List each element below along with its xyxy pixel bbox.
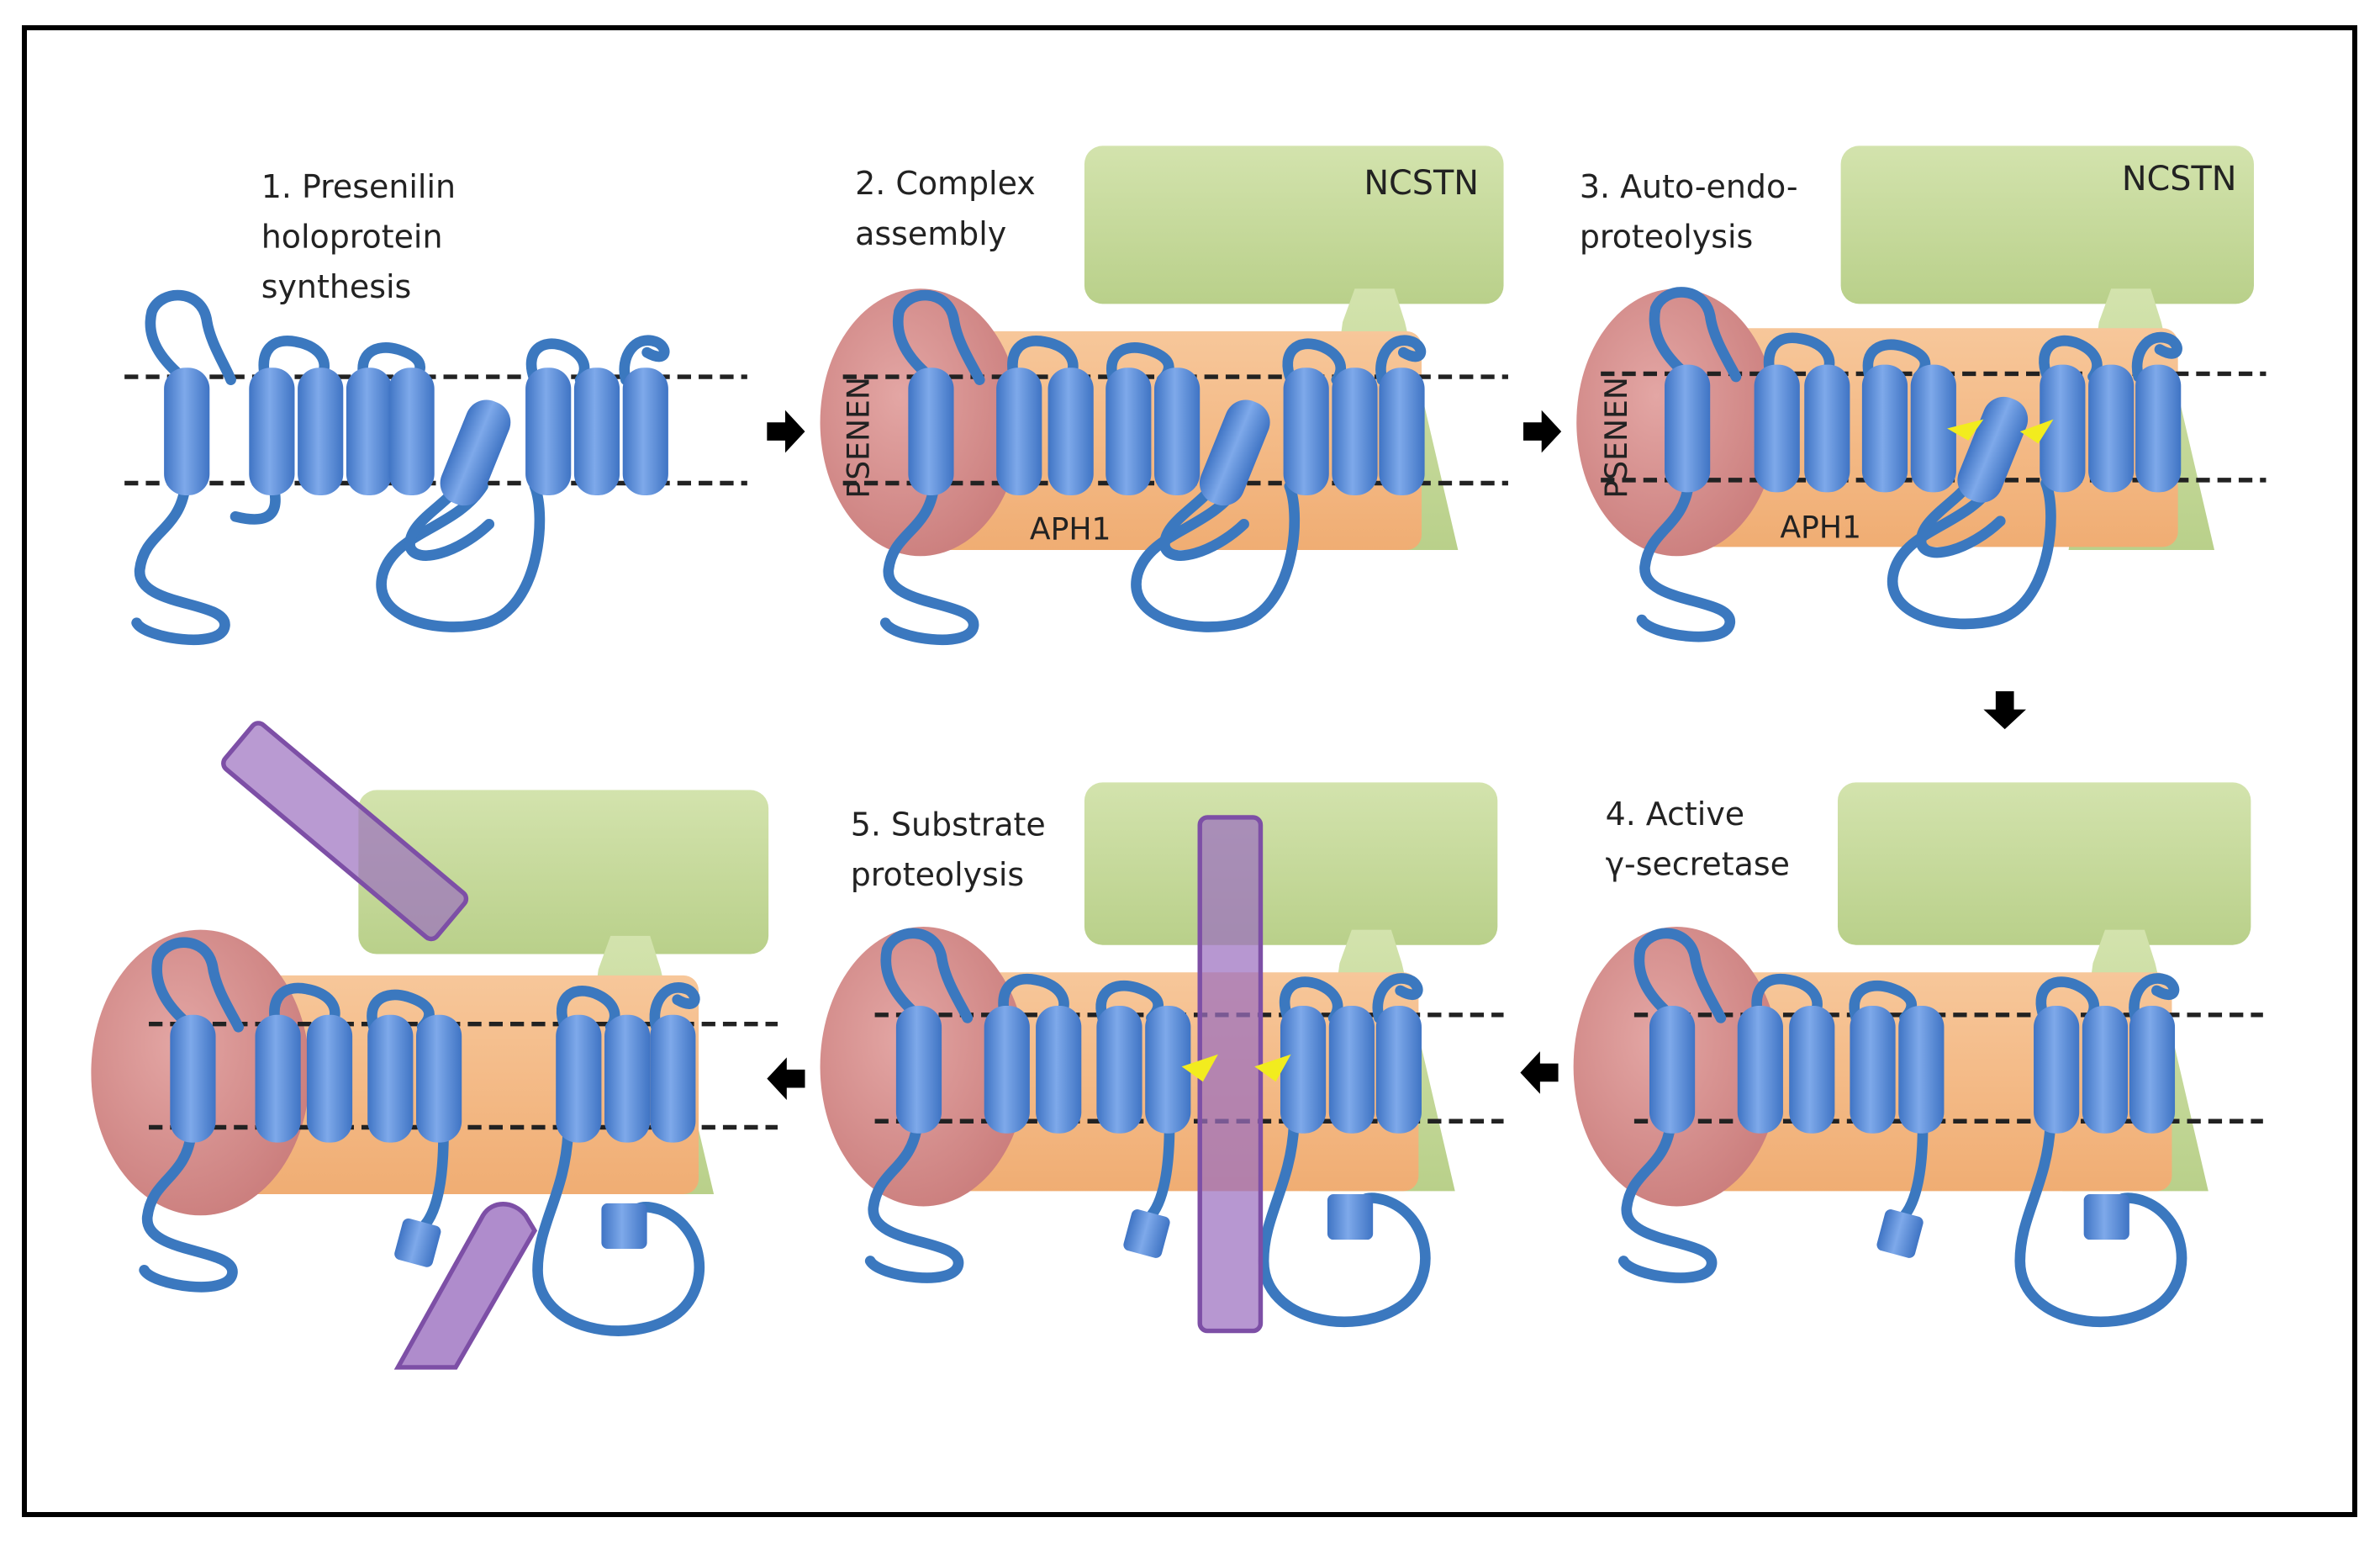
step-4-label: 4. Active γ-secretase (1606, 796, 1790, 883)
ncstn-label: NCSTN (2122, 160, 2237, 198)
substrate-intracellular-fragment (393, 1202, 538, 1370)
ncstn-ectodomain (1840, 145, 2254, 304)
presenilin-after-cleavage (139, 937, 705, 1336)
arrow-3-down (1983, 691, 2027, 730)
arrow-5-left (767, 1057, 805, 1100)
step-2-line-2: assembly (855, 215, 1006, 252)
ncstn-ectodomain (1084, 782, 1498, 945)
presenilin-in-complex (879, 289, 1427, 646)
step-1-line-2: holoprotein (261, 218, 443, 255)
step-4-line-2: γ-secretase (1606, 846, 1790, 883)
panel-1-presenilin-synthesis: 1. Presenilin holoprotein synthesis (124, 168, 747, 646)
panel-5-substrate-proteolysis: 5. Substrate proteolysis (820, 782, 1504, 1334)
step-2-line-1: 2. Complex (855, 165, 1036, 202)
presenilin-with-substrate (864, 928, 1431, 1327)
step-1-line-1: 1. Presenilin (261, 168, 456, 205)
ncstn-label: NCSTN (1364, 164, 1479, 203)
panel-4-active-gamma-secretase: 4. Active γ-secretase (1573, 782, 2263, 1327)
step-5-line-2: proteolysis (851, 856, 1024, 893)
arrow-2-right (1523, 410, 1562, 453)
released-substrate-fragments (221, 721, 538, 1370)
presenilin-cleaving (1636, 287, 2182, 642)
substrate-transmembrane (1197, 815, 1264, 1334)
step-1-line-3: synthesis (261, 268, 412, 305)
ncstn-ectodomain (358, 790, 769, 954)
active-site-scissors (1947, 419, 2054, 444)
step-5-label: 5. Substrate proteolysis (851, 806, 1056, 894)
step-1-label: 1. Presenilin holoprotein synthesis (261, 168, 466, 305)
psenen-label: PSENEN (840, 377, 876, 498)
step-5-line-1: 5. Substrate (851, 806, 1046, 843)
active-site-scissors (1181, 1054, 1291, 1082)
aph1-label: APH1 (1030, 510, 1111, 547)
substrate-ectodomain-fragment (221, 721, 469, 942)
arrow-1-right (767, 410, 805, 453)
panel-2-complex-assembly: 2. Complex assembly NCSTN APH1 PSENEN (820, 145, 1508, 646)
step-3-label: 3. Auto-endo- proteolysis (1580, 168, 1808, 256)
aph1-label: APH1 (1780, 510, 1861, 546)
ncstn-ectodomain (1084, 145, 1504, 304)
panel-3-auto-endoproteolysis: 3. Auto-endo- proteolysis NCSTN APH1 PSE… (1576, 145, 2267, 642)
ncstn-ectodomain (1837, 782, 2251, 945)
step-2-label: 2. Complex assembly (855, 165, 1046, 252)
step-3-line-2: proteolysis (1580, 218, 1753, 255)
panel-6-cleaved-products (91, 721, 778, 1370)
presenilin-holoprotein (131, 289, 670, 646)
step-3-line-1: 3. Auto-endo- (1580, 168, 1798, 205)
arrow-4-left (1520, 1051, 1559, 1094)
active-presenilin (1617, 928, 2187, 1327)
step-4-line-1: 4. Active (1606, 796, 1745, 833)
